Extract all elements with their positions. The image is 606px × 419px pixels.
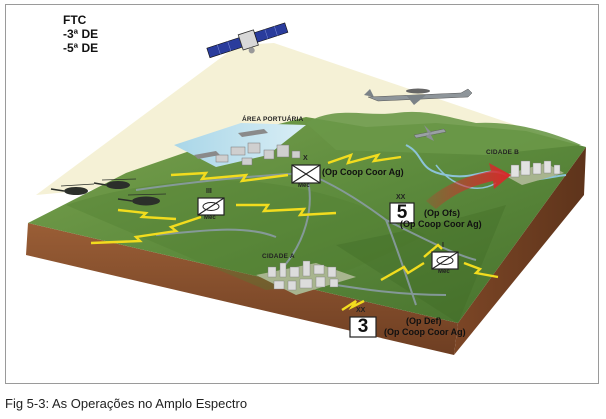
unit-right-sub: Mec — [438, 269, 450, 275]
port-area-label: ÁREA PORTUÁRIA — [242, 116, 304, 123]
unit-center-text-1: (Op Ofs) — [424, 208, 460, 218]
awacs-aircraft-icon — [364, 88, 473, 105]
city-b-label: CIDADE B — [486, 149, 520, 156]
unit-bottom-text-2: (Op Coop Coor Ag) — [384, 327, 466, 337]
lightning-links — [90, 153, 499, 312]
city-a-buildings — [256, 260, 356, 295]
unit-symbol-left — [197, 197, 225, 216]
legend-line-1: -3ª DE — [63, 27, 99, 41]
unit-center-number: 5 — [396, 202, 408, 223]
legend-line-2: -5ª DE — [63, 41, 99, 55]
helicopter-icons — [50, 178, 167, 206]
terrain-scene — [26, 22, 586, 355]
unit-symbol-right — [431, 251, 459, 270]
terrain-soil-right — [454, 147, 586, 355]
port-buildings — [215, 142, 301, 166]
unit-bottom-number: 3 — [357, 316, 369, 337]
unit-bottom-text-1: (Op Def) — [406, 316, 442, 326]
drone-icon — [413, 125, 447, 141]
unit-symbol-bottom — [349, 316, 377, 338]
unit-bottom-echelon: XX — [356, 307, 366, 314]
unit-center-text-2: (Op Coop Coor Ag) — [400, 219, 482, 229]
unit-symbol-center — [389, 202, 415, 224]
unit-top-text: (Op Coop Coor Ag) — [322, 167, 404, 177]
unit-center-echelon: XX — [396, 194, 406, 201]
legend-title: FTC — [63, 13, 87, 27]
city-a-label: CIDADE A — [262, 253, 295, 260]
ships — [194, 129, 268, 159]
city-b-buildings — [504, 160, 564, 185]
unit-left-echelon: III — [206, 188, 212, 195]
unit-symbol-top — [291, 164, 321, 184]
unit-top-echelon: X — [303, 155, 308, 162]
satellite-icon — [206, 22, 289, 59]
hills — [306, 111, 581, 155]
unit-left-sub: Mec — [204, 215, 216, 221]
diagram-frame: FTC -3ª DE -5ª DE ÁREA PORTUÁRIA CIDADE … — [5, 4, 599, 384]
unit-top-sub: Mec — [298, 183, 310, 189]
unit-right-echelon: I — [442, 242, 444, 249]
figure-caption: Fig 5-3: As Operações no Amplo Espectro — [5, 396, 248, 411]
offensive-arrow — [426, 163, 511, 209]
